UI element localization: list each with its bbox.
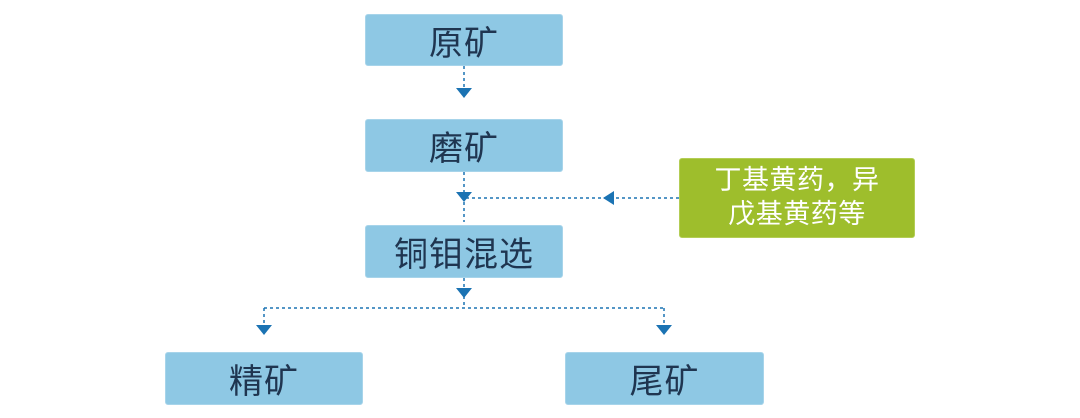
node-grinding: 磨矿 (365, 119, 563, 172)
node-concentrate: 精矿 (165, 352, 363, 405)
arrow-to-flotation (456, 192, 472, 202)
arrow-to-split (456, 288, 472, 298)
node-grinding-label: 磨矿 (429, 129, 499, 169)
arrow-to-concentrate (256, 325, 272, 335)
node-tailings-label: 尾矿 (629, 362, 700, 402)
node-concentrate-label: 精矿 (229, 362, 299, 402)
node-reagents: 丁基黄药，异 戊基黄药等 (679, 158, 915, 238)
node-ore-label: 原矿 (429, 23, 499, 64)
node-tailings: 尾矿 (565, 352, 764, 405)
arrow-to-grinding (456, 88, 472, 98)
node-ore: 原矿 (365, 14, 563, 66)
node-flotation-label: 铜钼混选 (394, 235, 534, 275)
arrow-to-tailings (656, 325, 672, 335)
arrow-reagent-feed (603, 191, 614, 205)
node-flotation: 铜钼混选 (365, 225, 563, 278)
node-reagents-label: 丁基黄药，异 戊基黄药等 (714, 165, 880, 230)
